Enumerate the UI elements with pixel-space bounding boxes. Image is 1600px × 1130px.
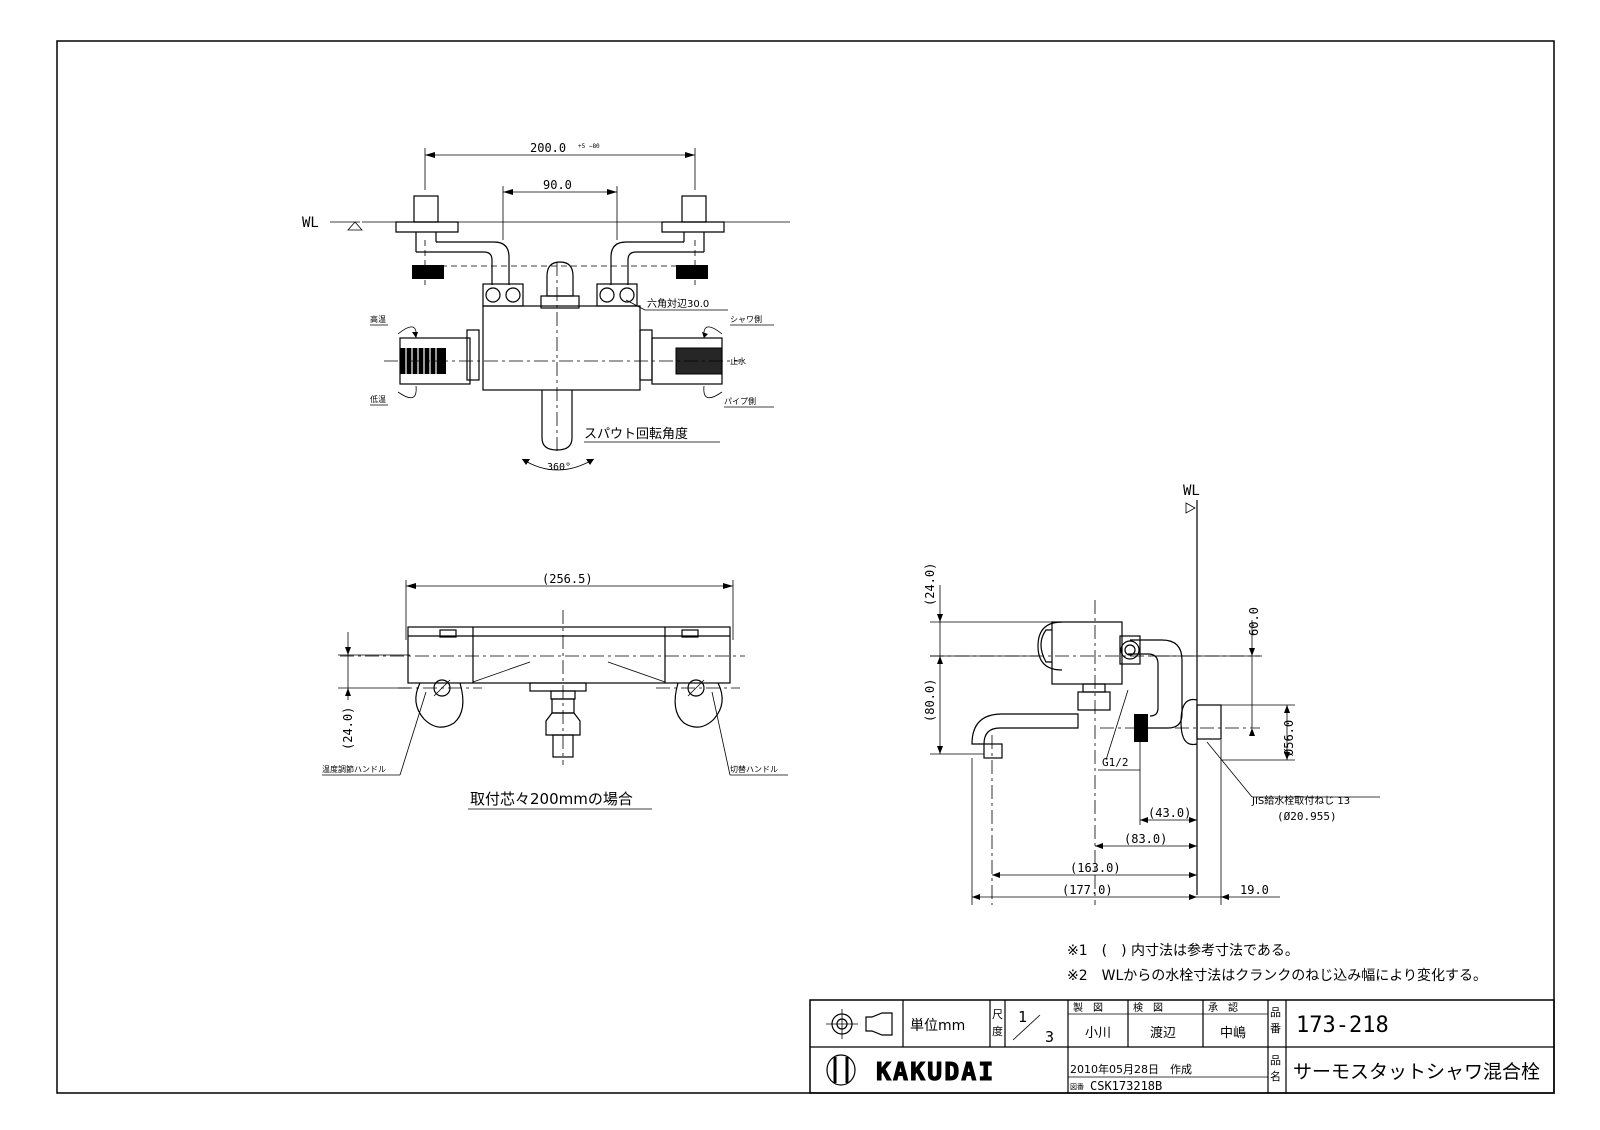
dim-200: 200.0 [530, 141, 566, 155]
scale-label-1: 尺 [992, 1008, 1003, 1021]
pipe-side-label: パイプ側 [724, 396, 756, 406]
name-label-1: 品 [1270, 1054, 1281, 1067]
stop-water-label: 止水 [730, 356, 746, 366]
temp-handle-label: 温度調節ハンドル [322, 764, 386, 774]
dim-200-tolerance: +5 −80 [578, 143, 600, 150]
dim-177: (177.0) [1062, 883, 1113, 897]
unit-label: 単位mm [910, 1018, 965, 1034]
side-view: WL (24.0) (80.0) [923, 483, 1380, 905]
jis-dia: (Ø20.955) [1277, 810, 1337, 823]
rotation-angle: 360° [547, 462, 571, 473]
part-number: 173-218 [1296, 1013, 1389, 1038]
checked-label: 検 図 [1133, 1001, 1163, 1014]
dim-256: (256.5) [542, 572, 593, 586]
front-view: (256.5) (24.0) 温度調節 [322, 572, 788, 810]
company-name: KAKUDAI [876, 1057, 995, 1086]
scale-numerator: 1 [1018, 1008, 1027, 1026]
drawn-by: 小川 [1085, 1026, 1111, 1041]
part-no-label-2: 番 [1270, 1022, 1281, 1035]
title-block: 単位mm 尺 度 1 3 製 図 検 図 承 認 小川 渡辺 中嶋 品 番 17… [809, 999, 1555, 1094]
product-name: サーモスタットシャワ混合栓 [1293, 1061, 1540, 1083]
creation-date: 2010年05月28日 作成 [1070, 1062, 1192, 1076]
top-view: 200.0 +5 −80 90.0 WL [302, 141, 790, 473]
wl-label-side: WL [1183, 483, 1200, 499]
switch-handle-label: 切替ハンドル [730, 764, 778, 774]
dim-60: 60.0 [1247, 607, 1261, 636]
cold-label: 低温 [370, 394, 386, 404]
name-label-2: 名 [1270, 1069, 1281, 1083]
drawing-frame [56, 40, 1555, 1094]
hex-label: 六角対辺30.0 [647, 297, 709, 310]
drawn-label: 製 図 [1073, 1001, 1103, 1014]
thread-label: G1/2 [1102, 756, 1129, 769]
dim-56: Ø56.0 [1282, 720, 1296, 756]
dim-163: (163.0) [1070, 861, 1121, 875]
note-2: ※2 WLからの水栓寸法はクランクのねじ込み幅により変化する。 [1067, 967, 1487, 984]
dim-43: (43.0) [1148, 806, 1191, 820]
approved-label: 承 認 [1208, 1001, 1238, 1014]
hot-label: 高温 [370, 314, 386, 324]
drawing-no-label: 図番 [1070, 1083, 1084, 1091]
scale-label-2: 度 [992, 1024, 1003, 1038]
dim-24-front: (24.0) [341, 707, 355, 750]
projection-symbol-icon [826, 1009, 893, 1039]
note-1: ※1 ( ) 内寸法は参考寸法である。 [1067, 942, 1299, 959]
spout-rotation-label: スパウト回転角度 [584, 426, 688, 442]
checked-by: 渡辺 [1150, 1025, 1176, 1041]
scale-denominator: 3 [1045, 1028, 1054, 1046]
dim-80: (80.0) [923, 679, 937, 722]
drawing-number: CSK173218B [1090, 1079, 1162, 1093]
dim-24-side: (24.0) [923, 563, 937, 606]
part-no-label-1: 品 [1270, 1006, 1281, 1019]
approved-by: 中嶋 [1220, 1026, 1246, 1041]
wl-label-top: WL [302, 215, 319, 231]
shower-side-label: シャワ側 [730, 314, 762, 324]
front-caption: 取付芯々200mmの場合 [470, 790, 633, 808]
kakudai-logo-icon [826, 1054, 856, 1086]
jis-label: JIS給水栓取付ねじ 13 [1251, 794, 1350, 807]
dim-90: 90.0 [543, 178, 572, 192]
dim-19: 19.0 [1240, 883, 1269, 897]
dim-83: (83.0) [1124, 832, 1167, 846]
